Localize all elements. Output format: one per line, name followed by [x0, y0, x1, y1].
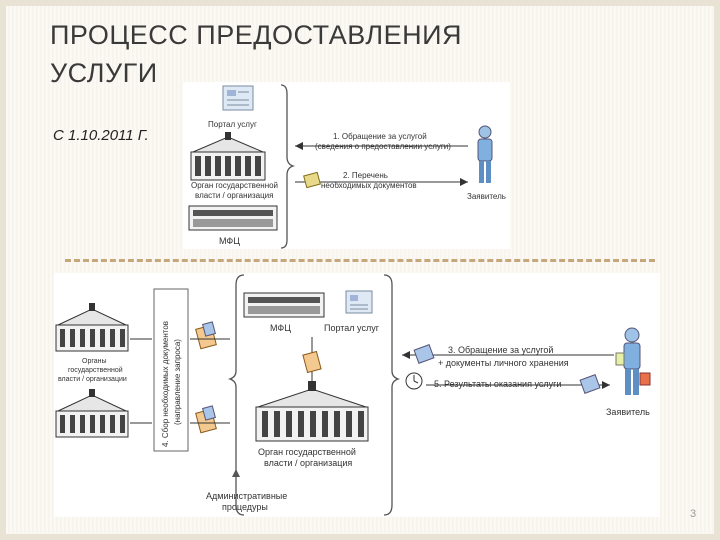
center-agency-line2: власти / организация: [264, 458, 352, 468]
title-line-1: ПРОЦЕСС ПРЕДОСТАВЛЕНИЯ: [50, 20, 463, 50]
date-label: С 1.10.2011 Г.: [53, 127, 149, 144]
applicant-person-icon: [615, 327, 651, 395]
request-document-bottom-icon: [195, 405, 217, 434]
collection-label-box: [153, 288, 189, 452]
arrow-request-head: [402, 351, 410, 359]
applicant-person-icon: [477, 125, 493, 183]
step1-line1: 1. Обращение за услугой: [333, 132, 427, 141]
step2-line2: необходимых документов: [321, 181, 417, 190]
result-document-icon: [579, 374, 601, 394]
request-document-top-icon: [195, 321, 217, 350]
diagram-before: Портал услуг Орган государственной власт…: [183, 82, 510, 249]
step5-label: 5. Результаты оказания услуги: [434, 379, 561, 389]
application-document-icon: [413, 344, 435, 364]
admin-procedures-pointer: [232, 469, 240, 485]
diagram-before-svg: Портал услуг Орган государственной власт…: [188, 84, 506, 249]
grouping-brace-right: [383, 274, 401, 516]
center-agency-building-icon: [255, 381, 369, 442]
mfc-building-icon: [188, 205, 278, 231]
diagram-after: Органы государственной власти / организа…: [54, 273, 660, 517]
agency-label-line2: власти / организация: [195, 191, 273, 200]
slide-border-bottom: [0, 534, 720, 540]
step3-line2: + документы личного хранения: [438, 358, 569, 368]
step1-line2: (сведения о предоставлении услуги): [315, 142, 451, 151]
admin-line2: процедуры: [222, 502, 268, 512]
grouping-brace-left: [227, 274, 245, 516]
left-agency-building-bottom-icon: [55, 389, 129, 438]
transfer-document-icon: [302, 350, 322, 374]
section-divider: [65, 259, 655, 262]
arrow-result-head: [602, 381, 610, 389]
document-list-icon: [303, 171, 321, 189]
vertical-label-line1: 4. Сбор необходимых документов: [161, 321, 170, 447]
diagram-after-svg: Органы государственной власти / организа…: [55, 274, 651, 516]
portal-document-icon: [222, 85, 254, 111]
arrow-request-head: [295, 142, 303, 150]
portal-document-icon: [345, 290, 373, 314]
step3-line1: 3. Обращение за услугой: [448, 345, 553, 355]
mfc-label: МФЦ: [270, 323, 291, 333]
agency-building-icon: [190, 132, 266, 181]
clock-icon: [405, 372, 423, 390]
arrow-doc-list-head: [460, 178, 468, 186]
admin-line1: Административные: [206, 491, 287, 501]
grouping-brace: [280, 84, 296, 249]
mfc-label: МФЦ: [219, 236, 240, 246]
portal-label: Портал услуг: [324, 323, 380, 333]
left-agency-line1: Органы: [82, 358, 107, 365]
left-agency-line2: государственной: [68, 366, 123, 374]
slide-border-right: [714, 0, 720, 540]
step2-line1: 2. Перечень: [343, 171, 388, 180]
portal-label: Портал услуг: [208, 120, 257, 129]
applicant-label: Заявитель: [467, 192, 506, 201]
slide-title: ПРОЦЕСС ПРЕДОСТАВЛЕНИЯ УСЛУГИ: [50, 16, 470, 92]
agency-label-line1: Орган государственной: [191, 181, 278, 190]
slide-border-top: [0, 0, 720, 6]
left-agency-building-top-icon: [55, 303, 129, 352]
page-number: 3: [690, 508, 697, 520]
left-agency-line3: власти / организации: [58, 376, 127, 383]
title-line-2: УСЛУГИ: [50, 58, 158, 88]
vertical-label-line2: (направление запроса): [173, 339, 182, 425]
applicant-label: Заявитель: [606, 407, 650, 417]
slide-border-left: [0, 0, 6, 540]
center-agency-line1: Орган государственной: [258, 447, 356, 457]
mfc-building-icon: [243, 292, 325, 318]
